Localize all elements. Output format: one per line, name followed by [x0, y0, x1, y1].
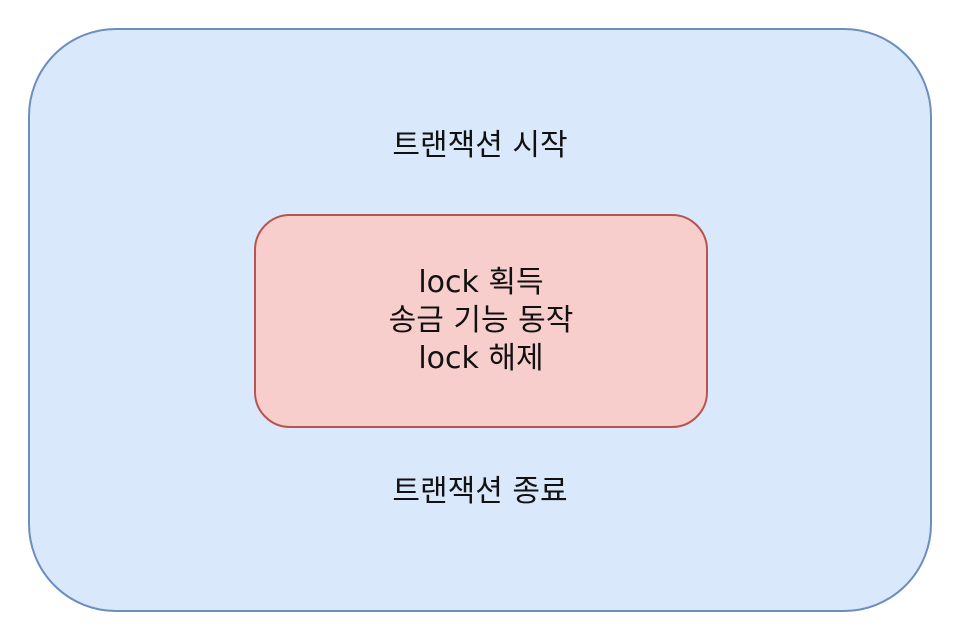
lock-box: lock 획득 송금 기능 동작 lock 해제	[254, 214, 708, 428]
lock-acquire-label: lock 획득	[418, 265, 544, 300]
transaction-start-label: 트랜잭션 시작	[392, 128, 568, 163]
transfer-action-label: 송금 기능 동작	[388, 303, 574, 338]
transaction-end-label: 트랜잭션 종료	[392, 474, 568, 509]
lock-release-label: lock 해제	[418, 341, 544, 376]
